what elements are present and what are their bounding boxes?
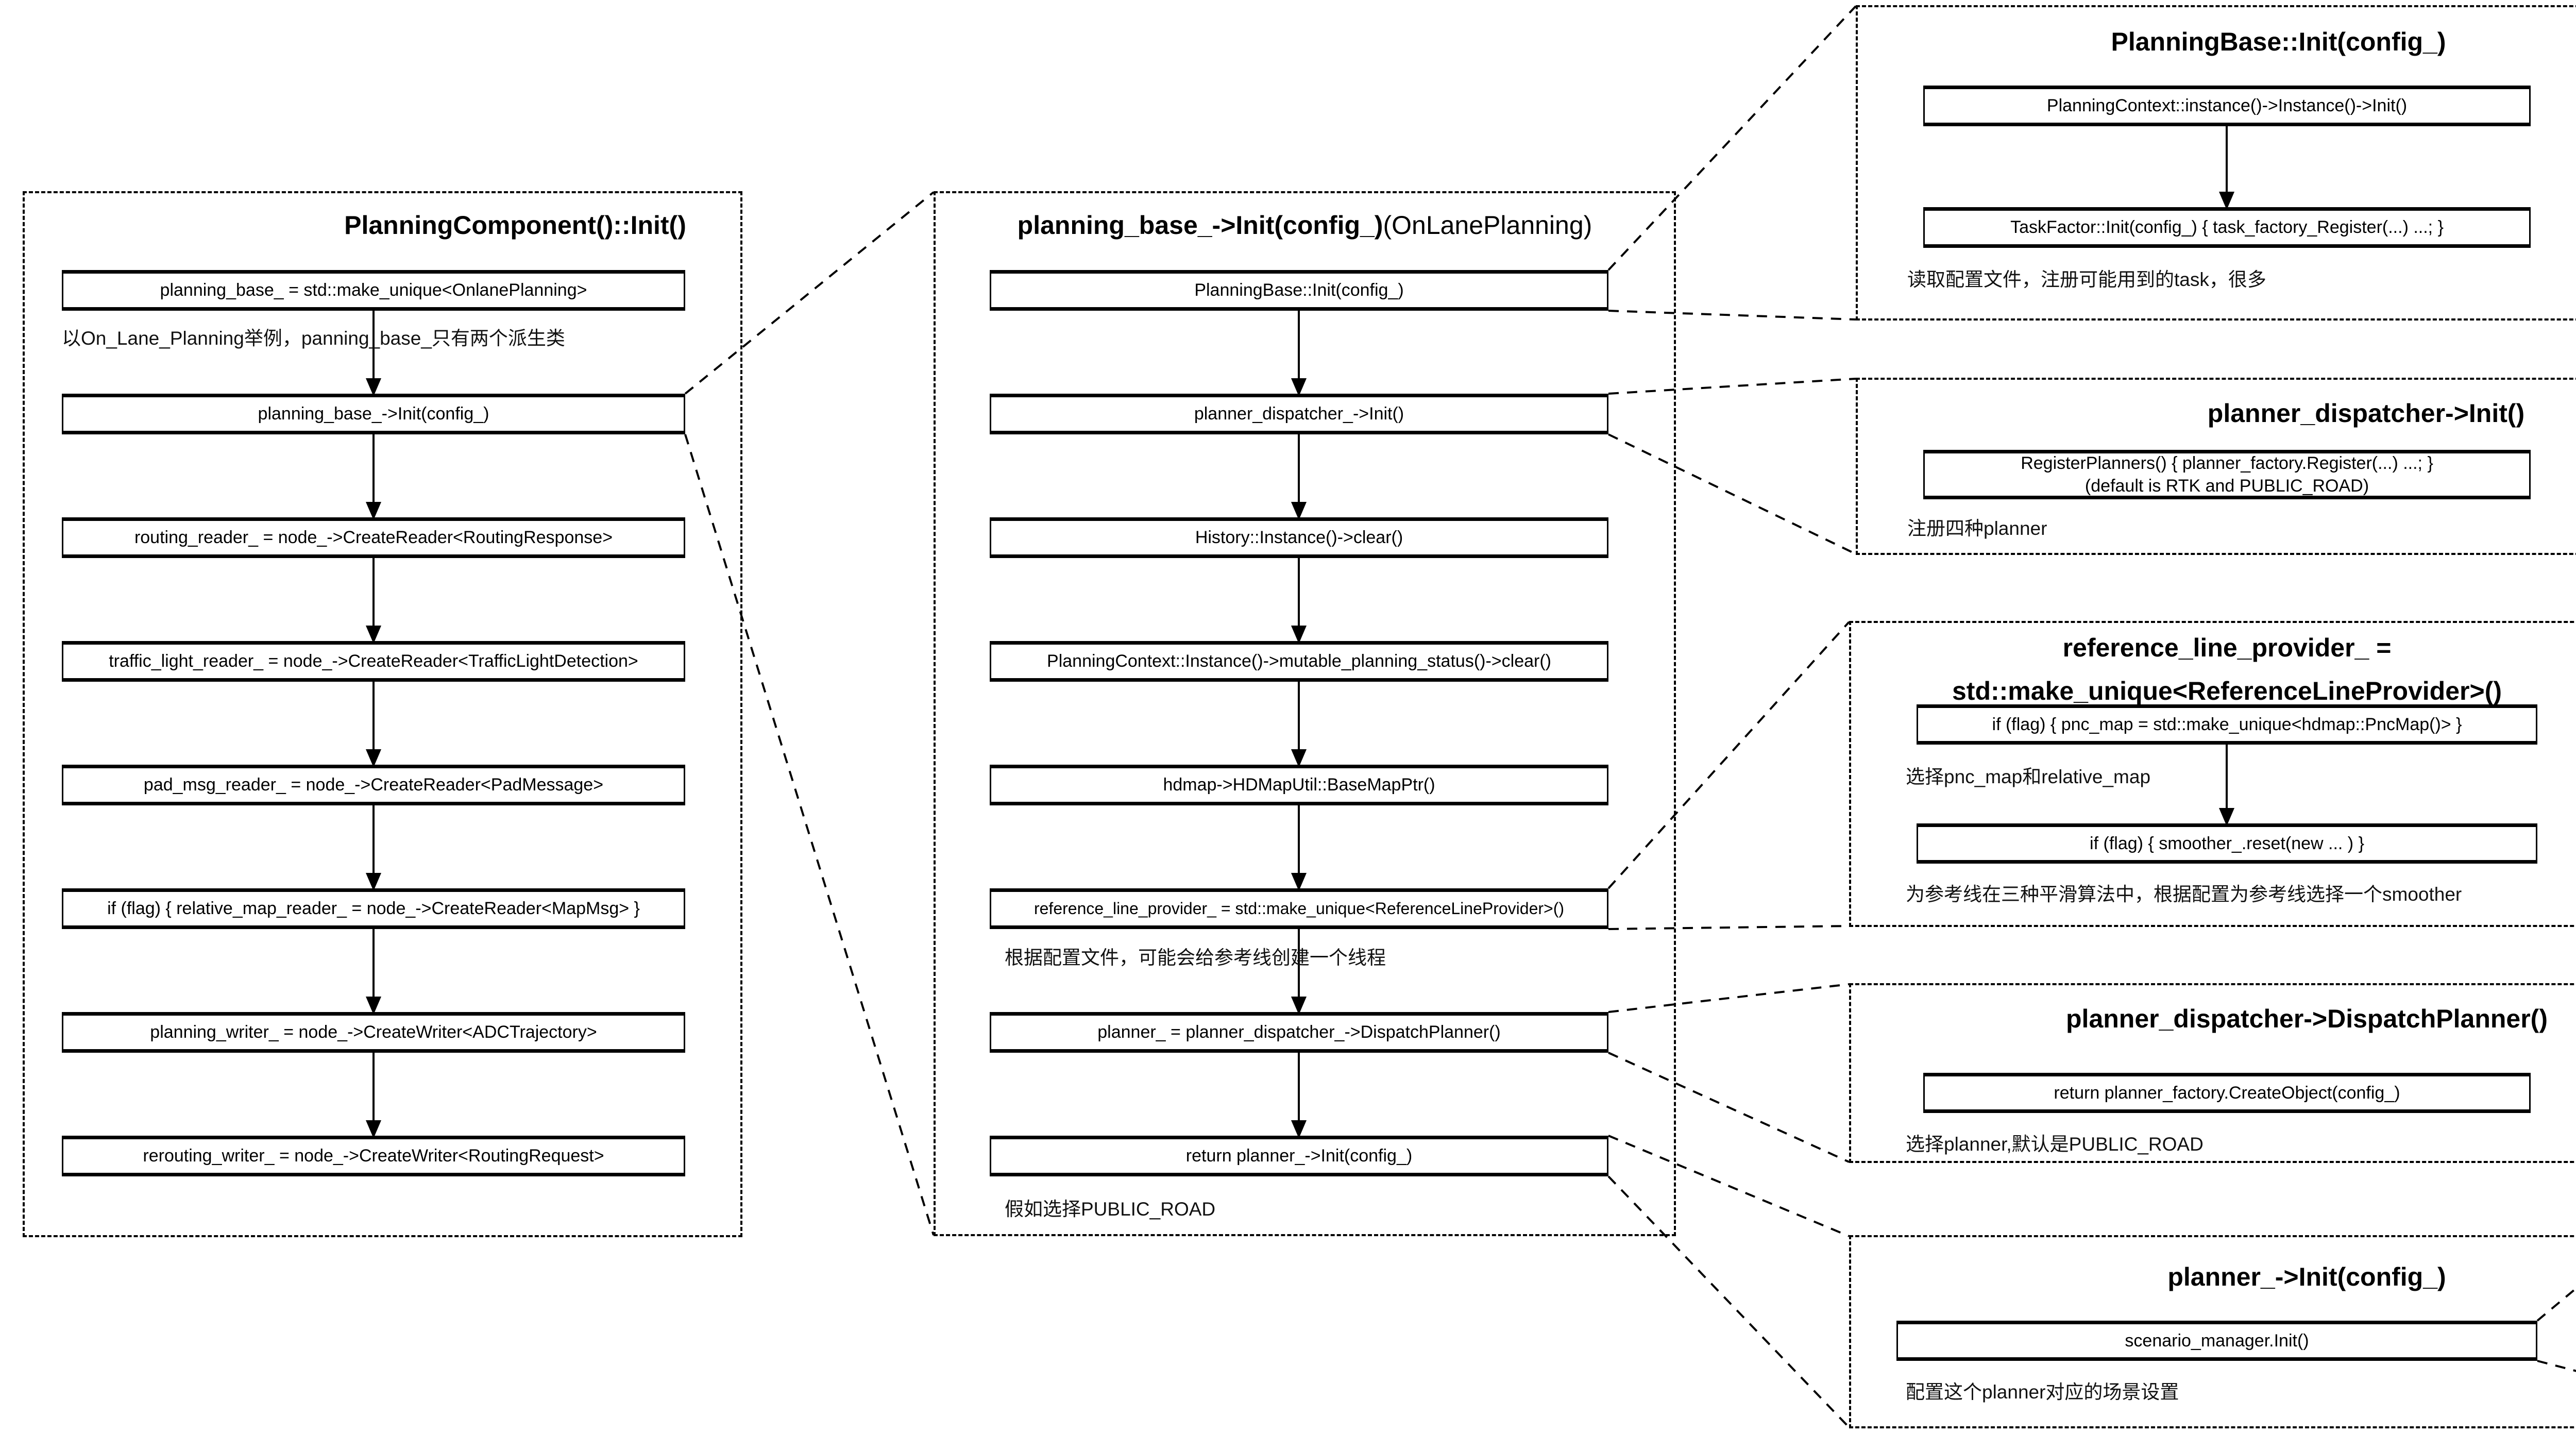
- panel-dispatch-planner-detail: [1849, 983, 2576, 1163]
- note-smoother-choice: 为参考线在三种平滑算法中，根据配置为参考线选择一个smoother: [1906, 884, 2462, 905]
- note-planner-scenario-config: 配置这个planner对应的场景设置: [1906, 1381, 2179, 1403]
- step-planningbase-init: PlanningBase::Init(config_): [990, 270, 1608, 311]
- dashed-connector: [1607, 5, 1857, 271]
- step-return-planner-init: return planner_->Init(config_): [990, 1136, 1608, 1176]
- panel-planning-component-init: [23, 191, 742, 1237]
- note-onlane-planning-derived: 以On_Lane_Planning举例，panning_base_只有两个派生类: [62, 328, 565, 349]
- dashed-connector: [1608, 378, 1856, 395]
- flow-arrows: [365, 126, 2235, 1139]
- step-dispatch-planner: planner_ = planner_dispatcher_->Dispatch…: [990, 1012, 1608, 1053]
- panel-planningbase-init-detail: [1856, 5, 2576, 321]
- panel-reference-line-provider-detail: [1849, 621, 2576, 927]
- dashed-connector: [1607, 621, 1850, 889]
- panel-planner-init-detail: [1849, 1235, 2576, 1428]
- step-planning-writer: planning_writer_ = node_->CreateWriter<A…: [62, 1012, 685, 1053]
- step-planning-base-init: planning_base_->Init(config_): [62, 394, 685, 434]
- step-routing-reader: routing_reader_ = node_->CreateReader<Ro…: [62, 517, 685, 558]
- dashed-connector: [1607, 1175, 1850, 1428]
- panel-title-reference-line-provider-line1: reference_line_provider_ =: [2062, 633, 2392, 662]
- box-task-factory-init: TaskFactor::Init(config_) { task_factory…: [1923, 207, 2531, 248]
- panel-title-planningbase-init-detail: PlanningBase::Init(config_): [2111, 27, 2446, 56]
- panel-title-reference-line-provider-line2: std::make_unique<ReferenceLineProvider>(…: [1952, 677, 2502, 705]
- note-public-road: 假如选择PUBLIC_ROAD: [1005, 1199, 1216, 1220]
- panel-title-planning-base-init-onlane: planning_base_->Init(config_)(OnLanePlan…: [934, 210, 1676, 240]
- dashed-connector: [1608, 433, 1856, 555]
- box-register-planners: RegisterPlanners() { planner_factory.Reg…: [1923, 450, 2531, 499]
- step-planner-dispatcher-init: planner_dispatcher_->Init(): [990, 394, 1608, 434]
- panel-title-planner-dispatcher-init-detail: planner_dispatcher->Init(): [2207, 399, 2525, 428]
- step-pad-msg-reader: pad_msg_reader_ = node_->CreateReader<Pa…: [62, 765, 685, 805]
- step-planning-base-make-unique: planning_base_ = std::make_unique<Onlane…: [62, 270, 685, 311]
- dashed-connector: [1608, 1135, 1850, 1237]
- step-relative-map-reader: if (flag) { relative_map_reader_ = node_…: [62, 888, 685, 929]
- register-planners-line2: (default is RTK and PUBLIC_ROAD): [2084, 476, 2369, 496]
- step-rerouting-writer: rerouting_writer_ = node_->CreateWriter<…: [62, 1136, 685, 1176]
- step-hdmap-basemapptr: hdmap->HDMapUtil::BaseMapPtr(): [990, 765, 1608, 805]
- dashed-connector: [684, 191, 935, 395]
- step-traffic-light-reader: traffic_light_reader_ = node_->CreateRea…: [62, 641, 685, 682]
- box-pnc-map: if (flag) { pnc_map = std::make_unique<h…: [1917, 704, 2537, 745]
- note-pnc-map-relative-map: 选择pnc_map和relative_map: [1906, 766, 2151, 787]
- panel-planning-base-init-onlane: [934, 191, 1676, 1236]
- note-register-tasks: 读取配置文件，注册可能用到的task，很多: [1907, 269, 2266, 290]
- panel-title-planner-init-detail: planner_->Init(config_): [2167, 1262, 2446, 1291]
- dashed-connector: [1608, 1052, 1850, 1163]
- dashed-connector: [1608, 310, 1856, 321]
- box-smoother-reset: if (flag) { smoother_.reset(new ... ) }: [1917, 823, 2537, 864]
- title-bold-part: planning_base_->Init(config_): [1017, 211, 1383, 240]
- dashed-connector: [1608, 983, 1850, 1013]
- step-reference-line-provider: reference_line_provider_ = std::make_uni…: [990, 888, 1608, 929]
- panel-planner-dispatcher-init-detail: [1856, 378, 2576, 555]
- note-choose-planner: 选择planner,默认是PUBLIC_ROAD: [1906, 1134, 2204, 1155]
- dashed-connector: [1608, 925, 1850, 930]
- title-normal-part: (OnLanePlanning): [1383, 211, 1592, 240]
- step-history-clear: History::Instance()->clear(): [990, 517, 1608, 558]
- note-reference-line-thread: 根据配置文件，可能会给参考线创建一个线程: [1005, 947, 1386, 968]
- register-planners-line1: RegisterPlanners() { planner_factory.Reg…: [2021, 453, 2433, 473]
- panel-title-dispatch-planner-detail: planner_dispatcher->DispatchPlanner(): [2066, 1004, 2548, 1033]
- panel-title-planning-component-init: PlanningComponent()::Init(): [344, 211, 686, 240]
- dashed-connector: [684, 434, 935, 1236]
- box-scenario-manager-init: scenario_manager.Init(): [1896, 1321, 2537, 1361]
- step-planning-context-clear: PlanningContext::Instance()->mutable_pla…: [990, 641, 1608, 682]
- note-four-planners: 注册四种planner: [1907, 518, 2047, 539]
- box-planning-context-instance-init: PlanningContext::instance()->Instance()-…: [1923, 86, 2531, 126]
- box-planner-factory-create-object: return planner_factory.CreateObject(conf…: [1923, 1073, 2531, 1113]
- zoom-connector-lines: [684, 5, 2576, 1428]
